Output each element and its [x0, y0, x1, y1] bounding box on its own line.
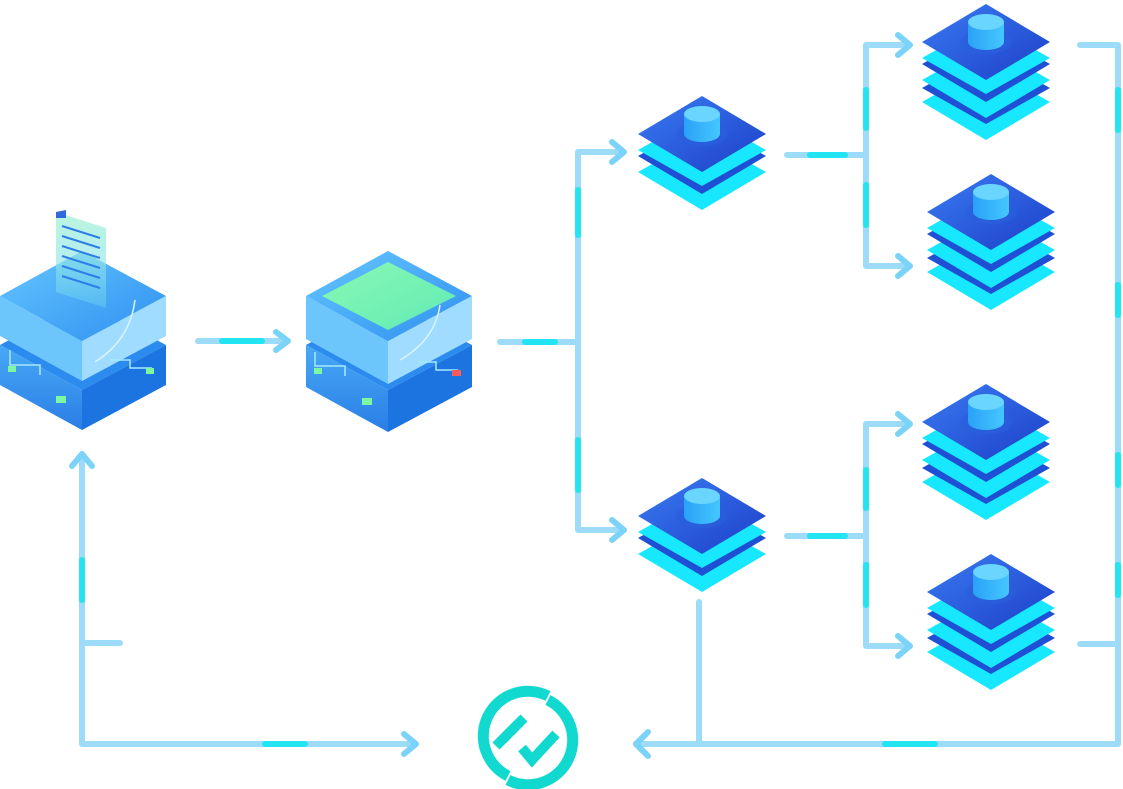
db-replica-2 [927, 174, 1055, 310]
db-replica-4 [927, 554, 1055, 690]
server-icon [306, 251, 472, 432]
database-stack-icon [927, 174, 1055, 310]
arrowhead [895, 253, 913, 279]
processing-server-node [306, 251, 472, 432]
arrowhead [609, 139, 627, 165]
database-stack-icon [922, 384, 1050, 520]
db-node-bottom [638, 478, 766, 592]
arrowhead [273, 329, 291, 353]
database-stack-icon [927, 554, 1055, 690]
edge-sync-to-source [79, 453, 417, 747]
source-server-node [0, 210, 166, 430]
arrowhead [401, 731, 419, 757]
arrowhead [895, 32, 913, 58]
db-replica-1 [922, 4, 1050, 140]
database-stack-icon [638, 96, 766, 210]
arrowhead [895, 411, 913, 437]
arrowhead [609, 517, 627, 543]
edge-replicas-return-bus [633, 42, 1121, 747]
database-stack-icon [638, 478, 766, 592]
db-node-top [638, 96, 766, 210]
arrowhead [69, 451, 95, 469]
arrowhead [895, 633, 913, 659]
sync-hub-node [477, 685, 579, 789]
edge-processing-to-db [497, 149, 625, 533]
db-replica-3 [922, 384, 1050, 520]
document-server-icon [0, 210, 166, 430]
connector-lines [69, 32, 1121, 759]
database-stack-icon [922, 4, 1050, 140]
sync-check-icon [477, 685, 579, 789]
arrowhead [633, 729, 651, 759]
